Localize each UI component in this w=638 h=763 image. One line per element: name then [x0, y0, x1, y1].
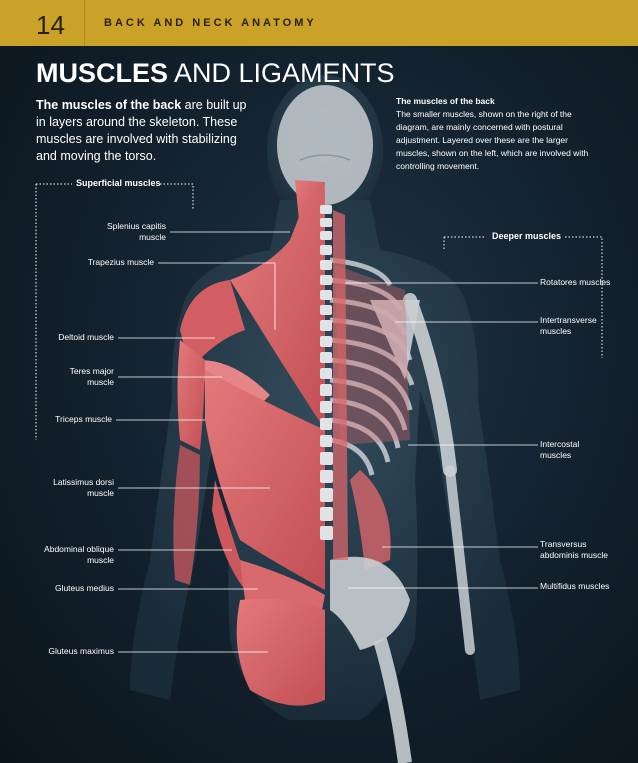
section-title: MUSCLES AND LIGAMENTS [36, 58, 395, 89]
intro-bold: The muscles of the back [36, 98, 182, 112]
multifidus-shape [333, 210, 348, 560]
latissimus-dorsi-shape [205, 370, 325, 590]
label-intertransverse: Intertransverse muscles [540, 315, 597, 336]
side-note-text: The smaller muscles, shown on the right … [396, 109, 589, 171]
label-trapezius: Trapezius muscle [87, 257, 154, 267]
trapezius-shape [230, 190, 325, 430]
side-note: The muscles of the back The smaller musc… [396, 95, 592, 173]
side-note-heading: The muscles of the back [396, 96, 495, 106]
label-latissimus-dorsi: Latissimus dorsi muscle [53, 477, 114, 498]
superficial-muscles [173, 180, 325, 706]
page-number: 14 [36, 10, 65, 40]
spine [320, 205, 333, 540]
label-splenius-capitis: Splenius capitis muscle [106, 221, 166, 242]
abdominal-oblique-shape [212, 480, 245, 590]
label-multifidus: Multifidus muscles [540, 581, 610, 591]
label-deltoid: Deltoid muscle [58, 332, 114, 342]
section-title-rest: AND LIGAMENTS [168, 58, 395, 88]
label-transversus-abdominis: Transversus abdominis muscle [540, 539, 609, 560]
label-gluteus-maximus: Gluteus maximus [48, 646, 114, 656]
intro-text: are built up in layers around the skelet… [36, 98, 247, 163]
transversus-abdominis-shape [350, 470, 391, 570]
leader-lines [116, 231, 538, 653]
intro-paragraph: The muscles of the back are built up in … [36, 97, 256, 165]
section-title-bold: MUSCLES [36, 58, 169, 88]
page-number-box [28, 0, 85, 46]
skeleton-deep-muscles [320, 205, 475, 763]
humerus-shape [403, 293, 457, 477]
header-bar [0, 0, 638, 46]
skull [277, 85, 373, 205]
forearm-right-shape [445, 465, 475, 655]
header-section-title: BACK AND NECK ANATOMY [104, 17, 317, 29]
group-deeper-muscles: Deeper muscles [492, 231, 562, 241]
group-superficial-muscles: Superficial muscles [76, 178, 161, 188]
label-abdominal-oblique: Abdominal oblique muscle [44, 544, 114, 565]
deltoid-shape [180, 280, 245, 370]
label-gluteus-medius: Gluteus medius [54, 583, 114, 593]
label-rotatores: Rotatores muscles [540, 277, 611, 287]
femur-shape [373, 637, 412, 763]
gluteus-maximus-shape [236, 598, 325, 706]
label-triceps: Triceps muscle [55, 414, 112, 424]
label-teres-major: Teres major muscle [69, 366, 114, 387]
label-intercostal: Intercostal muscles [540, 439, 580, 460]
triceps-shape [177, 340, 205, 450]
pelvis-shape [330, 556, 410, 650]
group-brackets [35, 183, 603, 440]
intercostal-shape [335, 265, 410, 445]
